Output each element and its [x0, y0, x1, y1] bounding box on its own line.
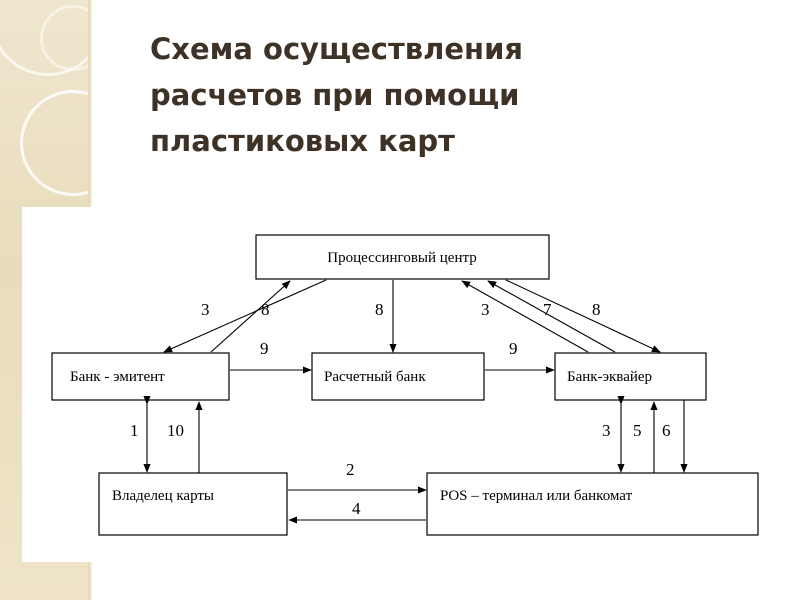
decorative-circle — [40, 5, 106, 71]
title-line-2: расчетов при помощи — [150, 78, 520, 112]
arrow-issuer-to-processing-8 — [210, 280, 291, 353]
label-pos-3: 3 — [602, 421, 611, 440]
settlement-bank-box — [311, 352, 485, 401]
acquirer-bank-label: Банк-эквайер — [567, 369, 652, 385]
label-settlement-to-acquirer-9: 9 — [509, 339, 518, 358]
slide-title: Схема осуществления расчетов при помощи … — [150, 26, 710, 164]
label-settlement-8: 8 — [375, 300, 384, 319]
pos-terminal-box — [426, 472, 759, 536]
arrow-processing-to-issuer-3 — [163, 279, 327, 353]
settlement-bank-label: Расчетный банк — [324, 369, 426, 385]
pos-terminal-label: POS – терминал или банкомат — [440, 488, 633, 504]
processing-center-box — [255, 234, 550, 280]
label-acquirer-8: 8 — [592, 300, 601, 319]
label-issuer-to-settlement-9: 9 — [260, 339, 269, 358]
label-pos-to-cardholder-4: 4 — [352, 499, 361, 518]
label-cardholder-10: 10 — [167, 421, 184, 440]
decorative-circle — [20, 90, 126, 196]
title-line-3: пластиковых карт — [150, 124, 455, 158]
label-acquirer-7: 7 — [543, 300, 552, 319]
label-issuer-3: 3 — [201, 300, 210, 319]
label-cardholder-to-pos-2: 2 — [346, 460, 355, 479]
acquirer-bank-box — [554, 352, 707, 401]
label-pos-6: 6 — [662, 421, 671, 440]
cardholder-label: Владелец карты — [112, 488, 214, 504]
arrow-processing-to-acquirer-8 — [505, 279, 661, 353]
processing-center-label: Процессинговый центр — [327, 250, 476, 266]
issuer-bank-box — [51, 352, 230, 401]
title-line-1: Схема осуществления — [150, 32, 524, 66]
cardholder-box — [98, 472, 288, 536]
label-pos-5: 5 — [633, 421, 642, 440]
issuer-bank-label: Банк - эмитент — [70, 369, 165, 385]
label-acquirer-3: 3 — [481, 300, 490, 319]
label-cardholder-1: 1 — [130, 421, 139, 440]
label-issuer-8: 8 — [261, 300, 270, 319]
arrow-acquirer-to-processing-3 — [461, 280, 589, 353]
arrow-acquirer-to-processing-7 — [487, 280, 616, 353]
